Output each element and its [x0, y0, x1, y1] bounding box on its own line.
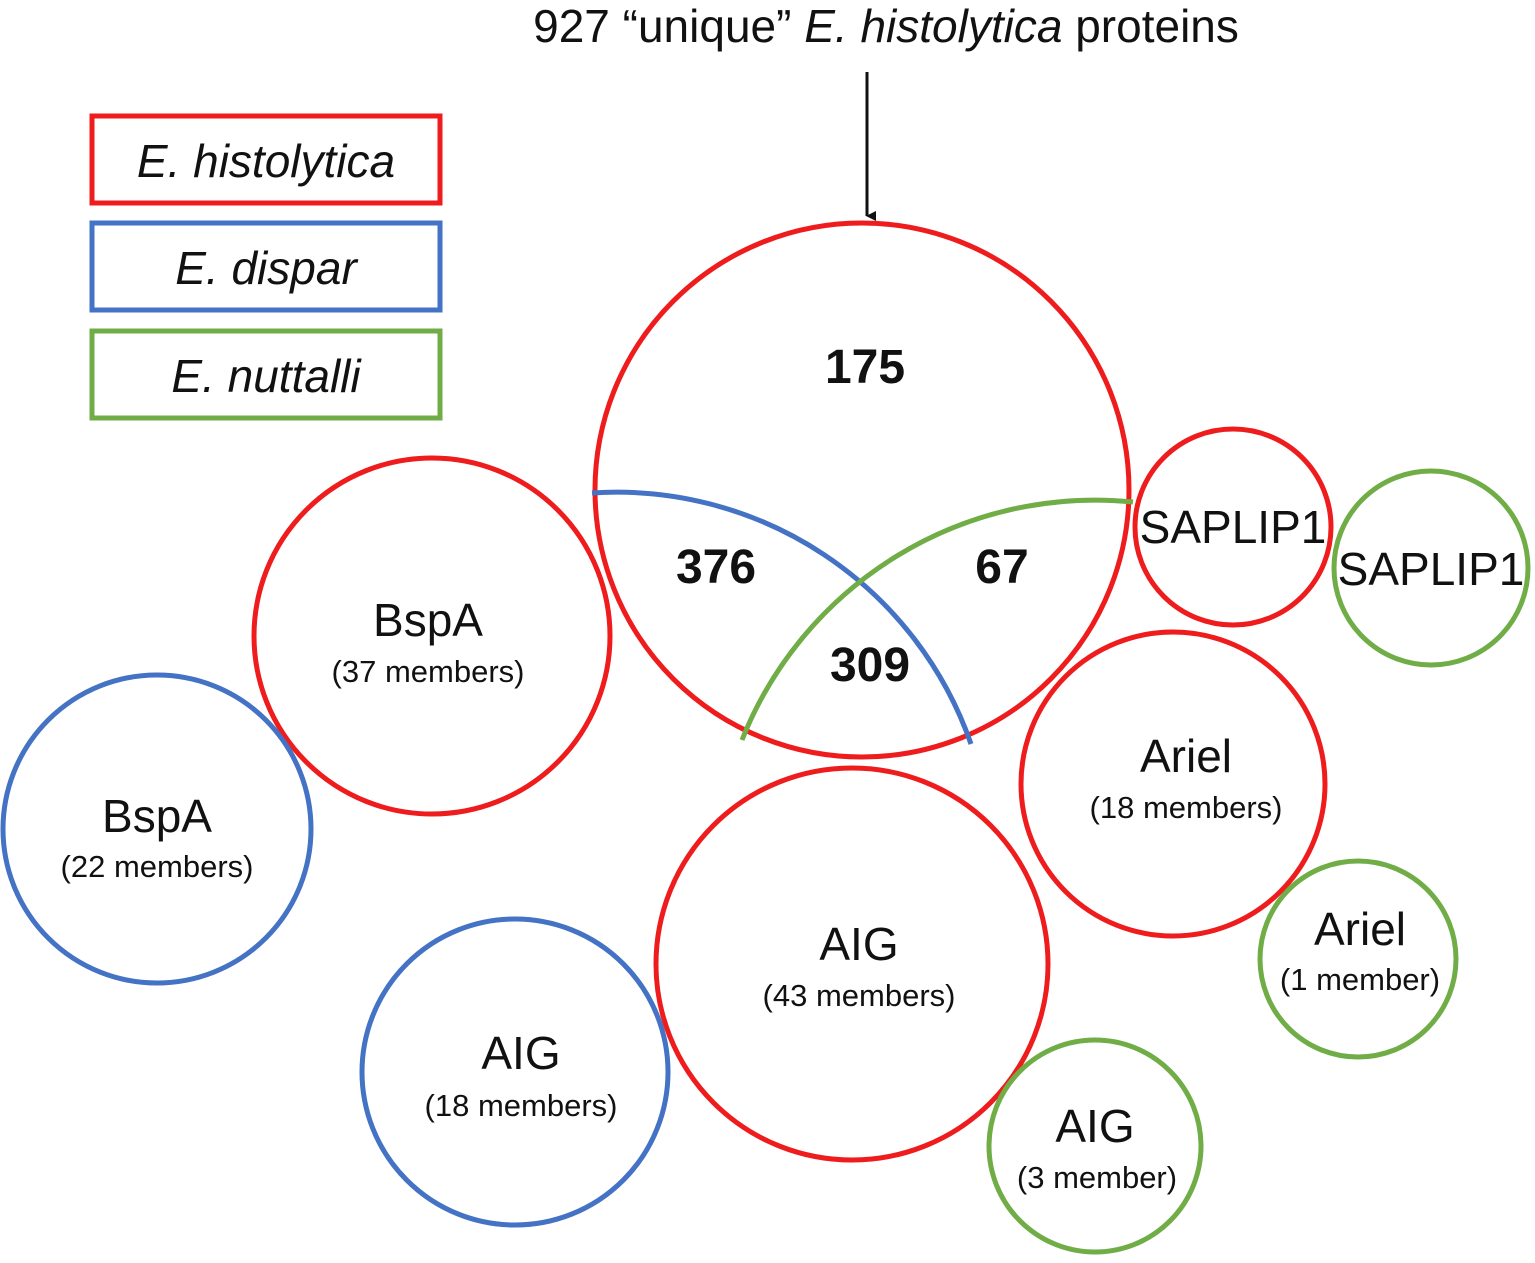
- family-circle: [653, 765, 1051, 1163]
- legend-label-dispar: E. dispar: [175, 242, 358, 294]
- family-count: (3 member): [1017, 1160, 1177, 1195]
- family-count: (43 members): [763, 978, 956, 1013]
- family-saplip1-nuttalli: SAPLIP1: [1331, 468, 1531, 668]
- family-circle: [359, 916, 671, 1228]
- family-name: AIG: [481, 1027, 560, 1079]
- venn-dispar-arc: [591, 489, 974, 745]
- family-name: Ariel: [1140, 730, 1232, 782]
- legend-box-dispar: [89, 220, 443, 313]
- family-name: SAPLIP1: [1338, 543, 1525, 595]
- family-aig-dispar: AIG (18 members): [359, 916, 671, 1228]
- family-circle: [0, 672, 314, 986]
- family-name: BspA: [373, 594, 483, 646]
- family-ariel-histolytica: Ariel (18 members): [1018, 629, 1328, 939]
- family-circle: [1331, 468, 1531, 668]
- legend-label-histolytica: E. histolytica: [137, 135, 395, 187]
- family-circle: [986, 1037, 1204, 1255]
- legend-box-nuttalli: [89, 328, 443, 421]
- family-circle: [1018, 629, 1328, 939]
- legend-label-nuttalli: E. nuttalli: [171, 350, 362, 402]
- family-bspa-dispar: BspA (22 members): [0, 672, 314, 986]
- family-name: AIG: [819, 918, 898, 970]
- family-circle: [1132, 426, 1334, 628]
- family-name: Ariel: [1314, 903, 1406, 955]
- family-circle: [1257, 858, 1459, 1060]
- legend-box-histolytica: [89, 113, 443, 206]
- venn-count-all-three: 309: [830, 639, 910, 692]
- venn-diagram: 175 376 67 309: [591, 220, 1134, 760]
- family-name: BspA: [102, 790, 212, 842]
- figure-title: 927 “unique” E. histolytica proteins: [533, 0, 1239, 52]
- family-count: (37 members): [332, 654, 525, 689]
- venn-nuttalli-arc: [739, 497, 1134, 741]
- family-bspa-histolytica: BspA (37 members): [251, 455, 613, 817]
- family-aig-histolytica: AIG (43 members): [653, 765, 1051, 1163]
- family-name: AIG: [1055, 1100, 1134, 1152]
- family-ariel-nuttalli: Ariel (1 member): [1257, 858, 1459, 1060]
- venn-histolytica-circle: [592, 220, 1132, 760]
- family-count: (18 members): [1090, 790, 1283, 825]
- family-circle: [251, 455, 613, 817]
- family-name: SAPLIP1: [1140, 501, 1327, 553]
- family-count: (18 members): [425, 1088, 618, 1123]
- legend: E. histolytica E. dispar E. nuttalli: [89, 113, 443, 421]
- family-count: (22 members): [61, 849, 254, 884]
- family-saplip1-histolytica: SAPLIP1: [1132, 426, 1334, 628]
- venn-count-with-dispar: 376: [676, 541, 756, 594]
- family-aig-nuttalli: AIG (3 member): [986, 1037, 1204, 1255]
- venn-count-only-histolytica: 175: [825, 341, 905, 394]
- family-count: (1 member): [1280, 962, 1440, 997]
- venn-count-with-nuttalli: 67: [975, 541, 1028, 594]
